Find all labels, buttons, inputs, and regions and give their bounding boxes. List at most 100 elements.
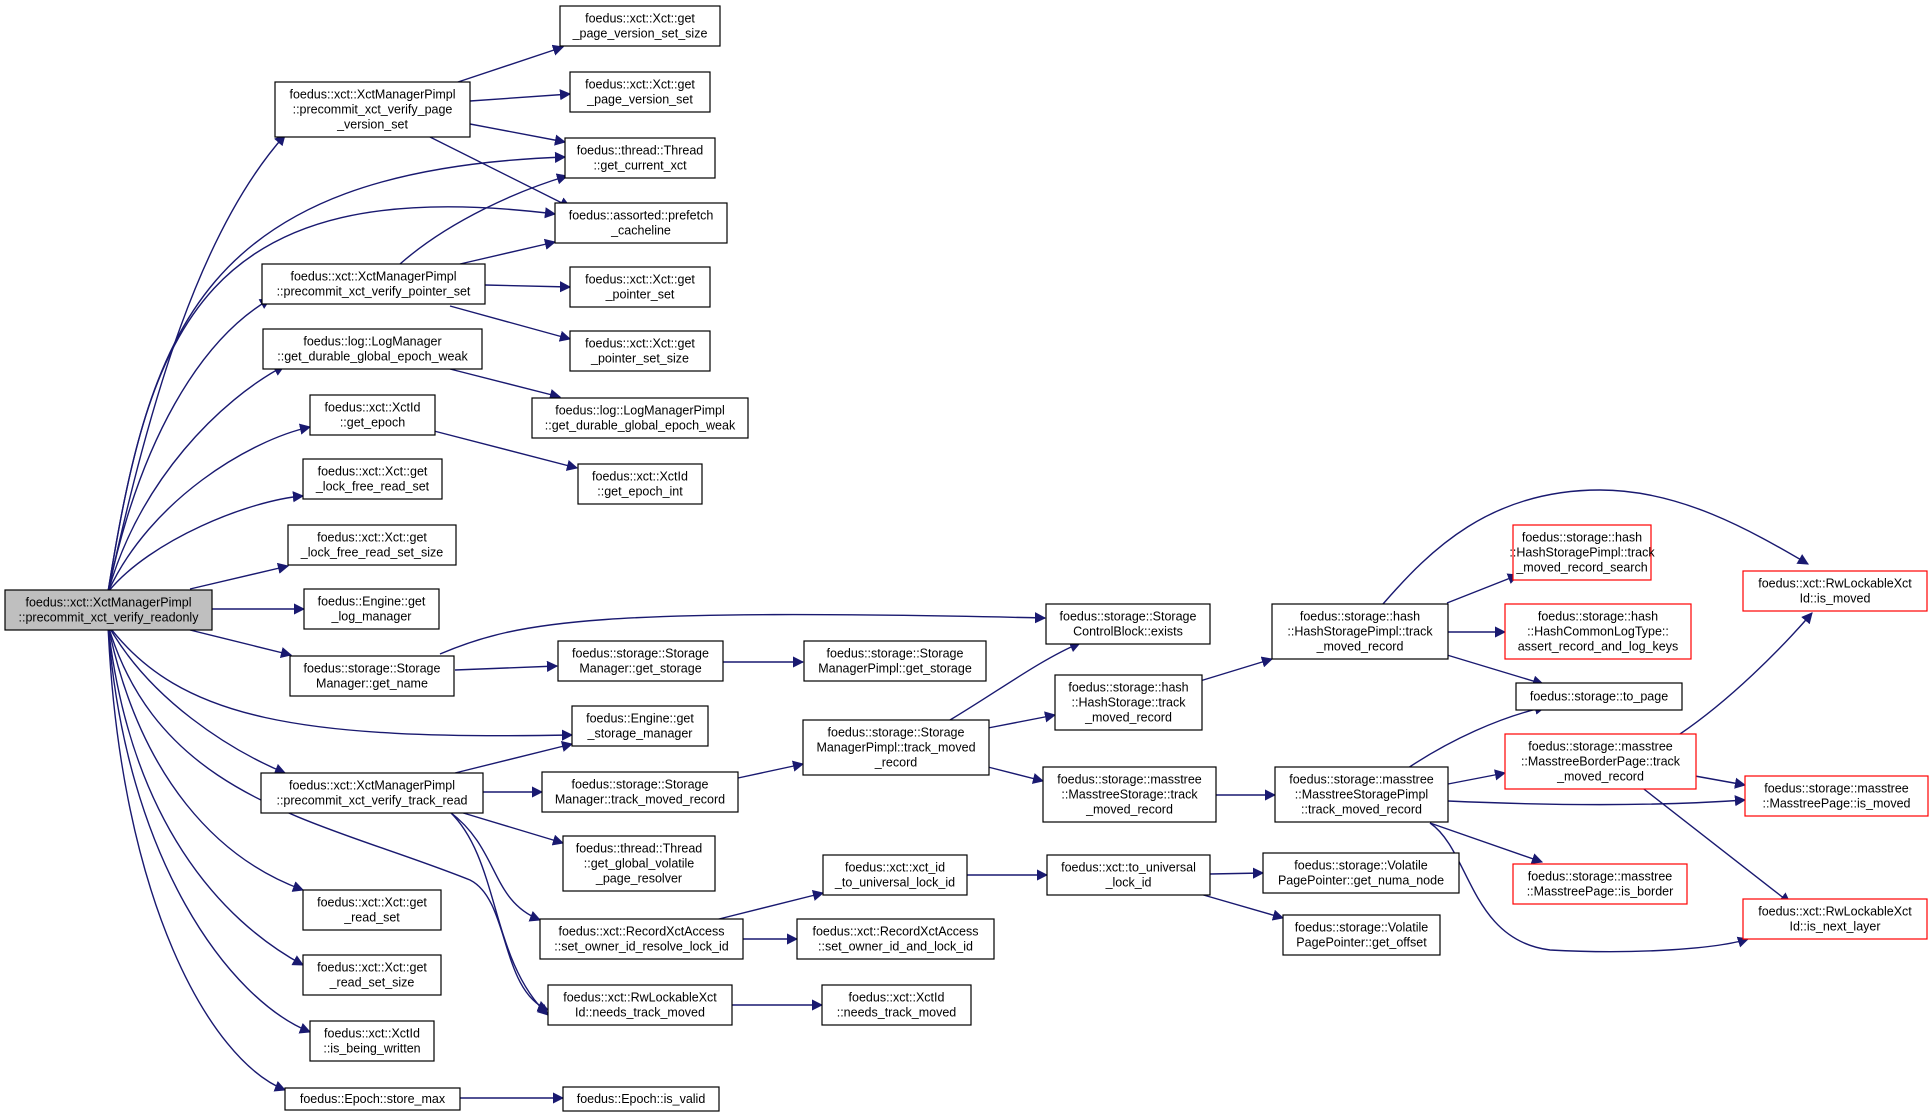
node-box (1282, 914, 1441, 956)
node-getrs[interactable]: foedus::xct::Xct::get_read_set (302, 889, 442, 931)
node-label-line: _moved_record (1316, 640, 1404, 654)
node-smname[interactable]: foedus::storage::StorageManager::get_nam… (289, 655, 455, 697)
node-pvs[interactable]: foedus::xct::XctManagerPimpl::precommit_… (274, 81, 471, 138)
node-logmgr[interactable]: foedus::Engine::get_log_manager (303, 588, 440, 630)
node-mpismoved[interactable]: foedus::storage::masstree::MasstreePage:… (1744, 775, 1929, 817)
node-engsm[interactable]: foedus::Engine::get_storage_manager (571, 705, 709, 747)
node-toul[interactable]: foedus::xct::to_universal_lock_id (1046, 854, 1211, 896)
node-isbw[interactable]: foedus::xct::XctId::is_being_written (309, 1020, 435, 1062)
node-rxaresolve[interactable]: foedus::xct::RecordXctAccess::set_owner_… (539, 918, 744, 960)
node-getpvss[interactable]: foedus::xct::Xct::get_page_version_set_s… (559, 5, 721, 47)
node-label-line: foedus::storage::Storage (304, 662, 441, 676)
node-box (289, 655, 455, 697)
node-label-line: foedus::storage::to_page (1530, 690, 1668, 704)
node-label-line: _page_version_set (586, 93, 693, 107)
node-getepochint[interactable]: foedus::xct::XctId::get_epoch_int (577, 463, 703, 505)
node-lfrs[interactable]: foedus::xct::Xct::get_lock_free_read_set (302, 458, 443, 500)
node-box (564, 137, 716, 179)
node-lmpweak[interactable]: foedus::log::LogManagerPimpl::get_durabl… (531, 397, 749, 439)
node-xidneeds[interactable]: foedus::xct::XctId::needs_track_moved (821, 984, 972, 1026)
node-getrss[interactable]: foedus::xct::Xct::get_read_set_size (302, 954, 442, 996)
node-label-line: _read_set_size (329, 976, 415, 990)
node-smpgetst[interactable]: foedus::storage::StorageManagerPimpl::ge… (803, 640, 987, 682)
node-hsptmr[interactable]: foedus::storage::hash::HashStoragePimpl:… (1271, 603, 1449, 660)
node-label-line: foedus::xct::to_universal (1061, 861, 1196, 875)
node-label-line: foedus::assorted::prefetch (569, 209, 714, 223)
node-mpisborder[interactable]: foedus::storage::masstree::MasstreePage:… (1512, 863, 1688, 905)
node-mbptmr[interactable]: foedus::storage::masstree::MasstreeBorde… (1504, 733, 1697, 790)
node-hclt[interactable]: foedus::storage::hash::HashCommonLogType… (1504, 603, 1692, 660)
node-label-line: ControlBlock::exists (1073, 625, 1183, 639)
node-lmweak[interactable]: foedus::log::LogManager::get_durable_glo… (262, 328, 483, 370)
node-label-line: foedus::xct::Xct::get (317, 896, 427, 910)
node-box (796, 918, 995, 960)
node-label-line: foedus::storage::hash (1538, 610, 1658, 624)
node-label-line: foedus::xct::XctManagerPimpl (25, 596, 191, 610)
node-label-line: foedus::xct::RwLockableXct (563, 991, 717, 1005)
node-box (803, 640, 987, 682)
edge-root-pvs (107, 134, 286, 593)
node-vpnuma[interactable]: foedus::storage::VolatilePagePointer::ge… (1262, 852, 1460, 894)
node-box (260, 772, 484, 814)
node-label-line: foedus::Epoch::store_max (300, 1092, 446, 1106)
edge-smname-smgetst (454, 660, 559, 672)
node-box (1504, 603, 1692, 660)
edge-mbptmr-rwismoved (1679, 612, 1813, 735)
node-label-line: ::MasstreePage::is_moved (1763, 797, 1911, 811)
node-prefetch[interactable]: foedus::assorted::prefetch_cacheline (554, 202, 728, 244)
edge-ps-prefetch (459, 238, 557, 265)
node-label-line: foedus::log::LogManagerPimpl (555, 404, 725, 418)
node-label-line: ::MasstreeStoragePimpl (1295, 788, 1428, 802)
node-box (302, 889, 442, 931)
node-box (531, 397, 749, 439)
edge-rxaresolve-xidtoul (714, 890, 825, 921)
node-smgetst[interactable]: foedus::storage::StorageManager::get_sto… (557, 640, 724, 682)
node-label-line: PagePointer::get_numa_node (1278, 874, 1444, 888)
node-topage[interactable]: foedus::storage::to_page (1515, 682, 1683, 711)
node-label-line: foedus::storage::Storage (572, 647, 709, 661)
node-smptmr[interactable]: foedus::storage::StorageManagerPimpl::tr… (802, 719, 990, 776)
edge-mbptmr-rwnextlayer (1639, 785, 1791, 904)
edge-mbptmr-mpismoved (1694, 775, 1747, 789)
node-rwnextlayer[interactable]: foedus::xct::RwLockableXctId::is_next_la… (1742, 898, 1928, 940)
edge-root-prefetch (107, 206, 557, 593)
node-smtmr[interactable]: foedus::storage::StorageManager::track_m… (541, 771, 739, 813)
node-box (1054, 674, 1203, 731)
node-label-line: foedus::Engine::get (318, 595, 426, 609)
edge-smptmr-hstmr (987, 711, 1057, 729)
node-getpvs[interactable]: foedus::xct::Xct::get_page_version_set (569, 71, 711, 113)
node-xidtoul[interactable]: foedus::xct::xct_id_to_universal_lock_id (822, 854, 968, 896)
node-hsptmrs[interactable]: foedus::storage::hash::HashStoragePimpl:… (1509, 524, 1655, 581)
node-label-line: foedus::storage::Storage (572, 778, 709, 792)
node-label-line: Id::is_moved (1800, 592, 1871, 606)
node-getps[interactable]: foedus::xct::Xct::get_pointer_set (569, 266, 711, 308)
node-cbexists[interactable]: foedus::storage::StorageControlBlock::ex… (1045, 603, 1211, 645)
node-label-line: ::MasstreePage::is_border (1527, 885, 1674, 899)
node-lfrss[interactable]: foedus::xct::Xct::get_lock_free_read_set… (287, 524, 457, 566)
node-storemax[interactable]: foedus::Epoch::store_max (284, 1087, 461, 1111)
node-msptmr[interactable]: foedus::storage::masstree::MasstreeStora… (1274, 766, 1449, 823)
node-getpss[interactable]: foedus::xct::Xct::get_pointer_set_size (569, 330, 711, 372)
node-label-line: foedus::xct::Xct::get (317, 531, 427, 545)
node-mstmr[interactable]: foedus::storage::masstree::MasstreeStora… (1042, 766, 1217, 823)
node-ps[interactable]: foedus::xct::XctManagerPimpl::precommit_… (261, 263, 486, 305)
node-box (571, 705, 709, 747)
node-getepoch[interactable]: foedus::xct::XctId::get_epoch (309, 394, 436, 436)
node-root[interactable]: foedus::xct::XctManagerPimpl::precommit_… (4, 589, 213, 631)
node-rxaset[interactable]: foedus::xct::RecordXctAccess::set_owner_… (796, 918, 995, 960)
node-getcur[interactable]: foedus::thread::Thread::get_current_xct (564, 137, 716, 179)
node-tr[interactable]: foedus::xct::XctManagerPimpl::precommit_… (260, 772, 484, 814)
node-vpoffset[interactable]: foedus::storage::VolatilePagePointer::ge… (1282, 914, 1441, 956)
node-isvalid[interactable]: foedus::Epoch::is_valid (562, 1086, 720, 1112)
node-label-line: Manager::get_name (316, 677, 428, 691)
node-rwneeds[interactable]: foedus::xct::RwLockableXctId::needs_trac… (547, 984, 733, 1026)
node-label-line: _cacheline (610, 224, 671, 238)
edge-smptmr-mstmr (987, 766, 1045, 784)
node-hstmr[interactable]: foedus::storage::hash::HashStorage::trac… (1054, 674, 1203, 731)
node-box (1274, 766, 1449, 823)
node-label-line: foedus::storage::masstree (1528, 870, 1673, 884)
node-label-line: _lock_id (1105, 876, 1152, 890)
node-label-line: ::is_being_written (323, 1042, 420, 1056)
node-getgvpr[interactable]: foedus::thread::Thread::get_global_volat… (562, 835, 716, 892)
